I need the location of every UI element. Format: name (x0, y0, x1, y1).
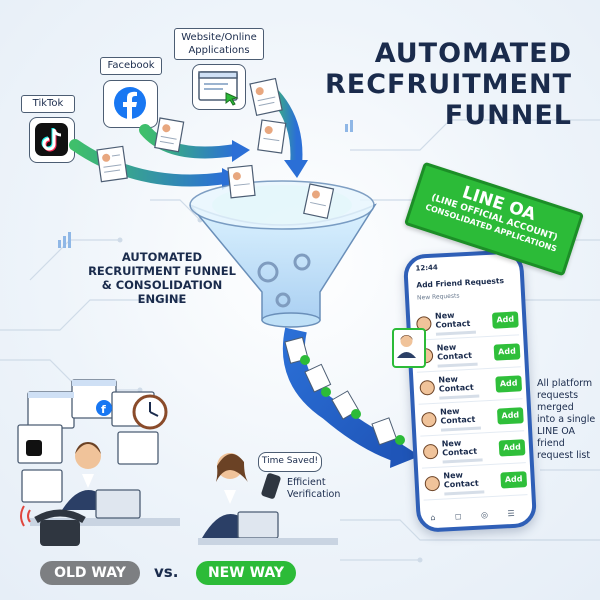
new-way-pill: NEW WAY (196, 561, 296, 585)
note-line-3: merged (537, 402, 574, 413)
engine-line-1: AUTOMATED (121, 250, 203, 264)
efficient-caption: Efficient Verification (287, 477, 357, 501)
facebook-flow-arrow (139, 124, 241, 159)
note-line-1: All platform (537, 378, 593, 389)
versus-label: vs. (154, 563, 179, 581)
website-label-line-2: Applications (188, 45, 250, 56)
chat-icon[interactable]: ◻ (454, 511, 462, 521)
title-line-1: AUTOMATED (374, 38, 572, 69)
facebook-logo-icon (114, 87, 146, 119)
browser-window-icon (198, 71, 239, 106)
avatar-icon (397, 335, 416, 358)
add-contact-button[interactable]: Add (496, 406, 524, 425)
svg-text:f: f (101, 403, 106, 416)
avatar-icon (419, 379, 436, 396)
caption-line-2: Verification (287, 489, 341, 500)
contact-row: New Contact Add (421, 463, 528, 501)
facebook-tile (103, 80, 158, 128)
chart-icon (58, 120, 353, 248)
note-line-6: friend (537, 438, 565, 449)
gear-icon (257, 253, 311, 308)
phone-tabbar: ⌂ ◻ ◎ ☰ (420, 508, 524, 522)
people-icon[interactable]: ◎ (480, 510, 489, 520)
add-contact-button[interactable]: Add (498, 438, 526, 457)
avatar-icon (422, 443, 439, 460)
avatar-icon (424, 475, 441, 492)
stressed-person (75, 443, 101, 469)
add-contact-button[interactable]: Add (500, 470, 528, 489)
home-icon[interactable]: ⌂ (430, 512, 436, 523)
note-line-2: requests (537, 390, 579, 401)
note-line-4: into a single (537, 414, 596, 425)
laptop (95, 489, 141, 519)
contact-name: New Contact (434, 310, 471, 330)
engine-line-4: ENGINE (137, 292, 187, 306)
note-line-7: request list (537, 450, 591, 461)
contact-name: New Contact (441, 438, 478, 458)
tiktok-flow-arrow (69, 139, 231, 187)
settings-icon[interactable]: ☰ (507, 508, 515, 519)
engine-label: AUTOMATED RECRUITMENT FUNNEL & CONSOLIDA… (82, 250, 242, 306)
time-saved-bubble: Time Saved! (258, 452, 322, 472)
contact-name: New Contact (438, 374, 474, 394)
main-title: AUTOMATED RECFRUITMENT FUNNEL (325, 38, 572, 131)
contact-name: New Contact (439, 406, 476, 426)
facebook-label: Facebook (100, 57, 162, 75)
add-contact-button[interactable]: Add (491, 310, 519, 329)
resume-document-icon (96, 77, 335, 220)
tiktok-logo-icon (35, 123, 68, 156)
merge-note: All platform requests merged into a sing… (537, 378, 597, 462)
note-line-5: LINE OA (537, 426, 576, 437)
tiktok-logo-icon (26, 440, 42, 456)
new-way-scene (198, 453, 338, 545)
smartphone-icon (261, 473, 281, 499)
add-contact-button[interactable]: Add (495, 374, 523, 393)
highlight-avatar (392, 328, 426, 368)
old-way-pill: OLD WAY (40, 561, 140, 585)
website-tile (192, 64, 246, 110)
phone-time: 12:44 (415, 263, 438, 273)
tiktok-label: TikTok (21, 95, 75, 113)
check-icon (284, 336, 405, 446)
contact-name: New Contact (436, 342, 473, 362)
phone-subheader: New Requests (416, 292, 460, 302)
smartphone: 12:44 Add Friend Requests New Requests N… (402, 249, 538, 533)
laptop (237, 511, 279, 539)
contact-name: New Contact (443, 469, 479, 489)
title-line-3: FUNNEL (444, 100, 572, 131)
old-way-scene: f (17, 379, 180, 546)
title-line-2: RECFRUITMENT (325, 69, 572, 100)
engine-line-3: & CONSOLIDATION (101, 278, 223, 292)
avatar-icon (421, 411, 437, 428)
phone-header: Add Friend Requests (416, 276, 505, 290)
facebook-logo-icon (96, 400, 112, 416)
caption-line-1: Efficient (287, 477, 326, 488)
desk-phone-icon (40, 520, 80, 546)
website-label-line-1: Website/Online (181, 32, 257, 43)
website-label: Website/Online Applications (174, 28, 264, 60)
add-contact-button[interactable]: Add (493, 342, 521, 361)
engine-line-2: RECRUITMENT FUNNEL (88, 264, 236, 278)
